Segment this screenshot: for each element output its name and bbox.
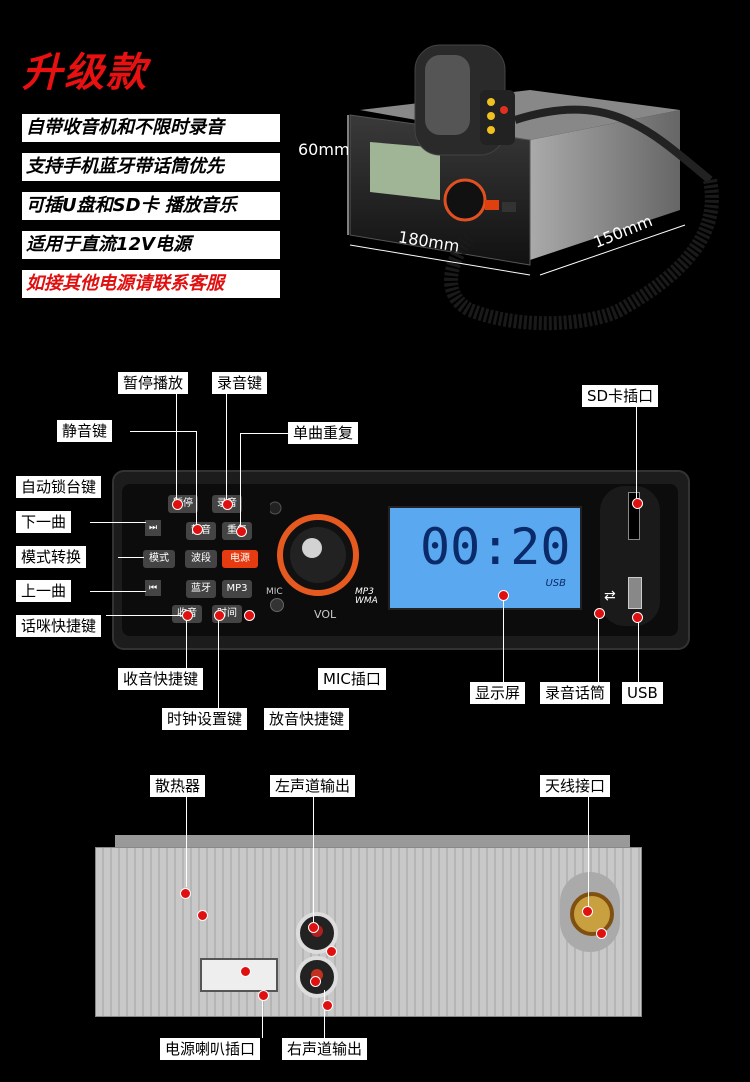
label-mode-switch: 模式转换: [16, 546, 87, 568]
label-mic-jack: MIC插口: [318, 668, 386, 690]
label-mute-key: 静音键: [57, 420, 113, 442]
promo-title: 升级款: [22, 49, 148, 96]
label-antenna: 天线接口: [540, 775, 611, 797]
lcd-screen: 00:20 USB: [388, 506, 582, 610]
feature-1: 自带收音机和不限时录音: [22, 114, 280, 142]
label-clock-set: 时钟设置键: [162, 708, 248, 730]
feature-4: 适用于直流12V电源: [22, 231, 280, 259]
volume-knob[interactable]: [270, 500, 370, 610]
label-play-shortcut: 放音快捷键: [264, 708, 350, 730]
feature-2: 支持手机蓝牙带话筒优先: [22, 153, 280, 181]
label-pause-play: 暂停播放: [118, 372, 189, 394]
prev-track-button[interactable]: ⏮: [145, 580, 161, 596]
mic-text: MIC: [266, 587, 283, 597]
mp3-button[interactable]: MP3: [222, 580, 252, 598]
next-track-button[interactable]: ⏭: [145, 520, 161, 536]
label-rec-mic: 录音话筒: [540, 682, 611, 704]
right-rca-jack[interactable]: [296, 956, 338, 998]
screen-usb-indicator: USB: [545, 578, 566, 589]
bluetooth-button[interactable]: 蓝牙: [186, 580, 216, 598]
label-mic-shortcut: 话咪快捷键: [16, 615, 102, 637]
dim-height: 60mm: [298, 140, 350, 159]
label-usb: USB: [622, 682, 663, 704]
label-auto-lock: 自动锁台键: [16, 476, 102, 498]
mic-jack[interactable]: [270, 598, 284, 612]
label-left-out: 左声道输出: [270, 775, 356, 797]
mode-button[interactable]: 模式: [143, 550, 175, 568]
label-sd-slot: SD卡插口: [582, 385, 659, 407]
label-radio-shortcut: 收音快捷键: [118, 668, 204, 690]
label-prev-track: 上一曲: [16, 580, 72, 602]
label-right-out: 右声道输出: [282, 1038, 368, 1060]
screen-time: 00:20: [420, 518, 571, 576]
power-button[interactable]: 电源: [222, 550, 258, 568]
label-single-repeat: 单曲重复: [288, 422, 359, 444]
product-photo-top: [347, 44, 719, 331]
mp3-wma-logo: MP3 WMA: [355, 587, 378, 606]
rear-panel: [95, 847, 642, 1017]
vol-label: VOL: [314, 608, 337, 621]
usb-port[interactable]: [628, 577, 642, 609]
label-display: 显示屏: [470, 682, 526, 704]
feature-3: 可插U盘和SD卡 播放音乐: [22, 192, 280, 220]
label-record-key: 录音键: [212, 372, 268, 394]
label-heatsink: 散热器: [150, 775, 206, 797]
power-speaker-connector[interactable]: [200, 958, 278, 992]
heatsink-top: [115, 835, 630, 847]
band-button[interactable]: 波段: [185, 550, 217, 568]
label-next-track: 下一曲: [16, 511, 72, 533]
usb-icon: ⇄: [604, 588, 616, 604]
left-rca-jack[interactable]: [296, 912, 338, 954]
feature-5: 如接其他电源请联系客服: [22, 270, 280, 298]
label-power-speaker: 电源喇叭插口: [160, 1038, 261, 1060]
